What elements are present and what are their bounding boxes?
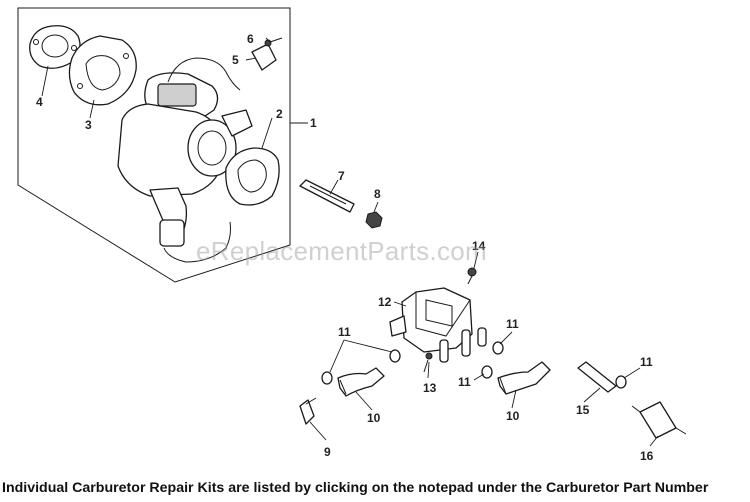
part-5-bracket[interactable] — [251, 43, 277, 71]
callout-6: 6 — [247, 32, 254, 46]
part-7-stud[interactable] — [299, 179, 355, 213]
callout-5: 5 — [232, 53, 239, 67]
callout-labels: 1 2 3 4 5 6 7 8 9 10 10 11 11 11 11 12 1… — [36, 32, 654, 463]
leader-lines — [41, 37, 659, 447]
callout-2: 2 — [276, 107, 283, 121]
carburetor-assembly-box — [17, 7, 291, 283]
callout-11-right: 11 — [640, 355, 653, 369]
part-3-gasket[interactable] — [68, 35, 137, 106]
callout-1: 1 — [310, 116, 317, 130]
callout-10-right: 10 — [506, 409, 520, 423]
callout-8: 8 — [374, 187, 381, 201]
part-12-fuel-pump[interactable] — [389, 287, 487, 363]
part-11-clamp-a[interactable] — [321, 371, 333, 385]
part-11-clamp-c[interactable] — [492, 341, 504, 355]
part-11-clamp-e[interactable] — [615, 375, 627, 389]
callout-9: 9 — [324, 445, 331, 459]
part-9-clip[interactable] — [299, 397, 317, 425]
callout-3: 3 — [85, 118, 92, 132]
part-15-fuel-line[interactable] — [577, 361, 617, 393]
callout-4: 4 — [36, 95, 43, 109]
callout-15: 15 — [576, 403, 590, 417]
callout-11-mid-top: 11 — [506, 317, 519, 331]
callout-11-left: 11 — [338, 325, 351, 339]
callout-12: 12 — [378, 295, 392, 309]
part-1-carburetor[interactable] — [117, 57, 253, 263]
callout-11-mid-bottom: 11 — [458, 375, 471, 389]
part-10-hose-left[interactable] — [337, 367, 385, 397]
callout-16: 16 — [640, 449, 654, 463]
part-11-clamp-d[interactable] — [481, 365, 493, 379]
watermark-text: eReplacementParts.com — [196, 236, 487, 266]
part-16-fuel-filter[interactable] — [631, 401, 687, 439]
footer-note: Individual Carburetor Repair Kits are li… — [2, 480, 709, 496]
callout-7: 7 — [338, 169, 345, 183]
callout-13: 13 — [423, 381, 437, 395]
part-8-nut[interactable] — [365, 211, 383, 229]
part-10-hose-right[interactable] — [497, 361, 551, 395]
callout-10-left: 10 — [367, 411, 381, 425]
callout-14: 14 — [472, 239, 486, 253]
part-13-screw[interactable] — [423, 352, 433, 373]
part-2-gasket[interactable] — [225, 147, 280, 206]
part-11-clamp-b[interactable] — [389, 349, 401, 363]
part-14-screw[interactable] — [467, 267, 477, 285]
